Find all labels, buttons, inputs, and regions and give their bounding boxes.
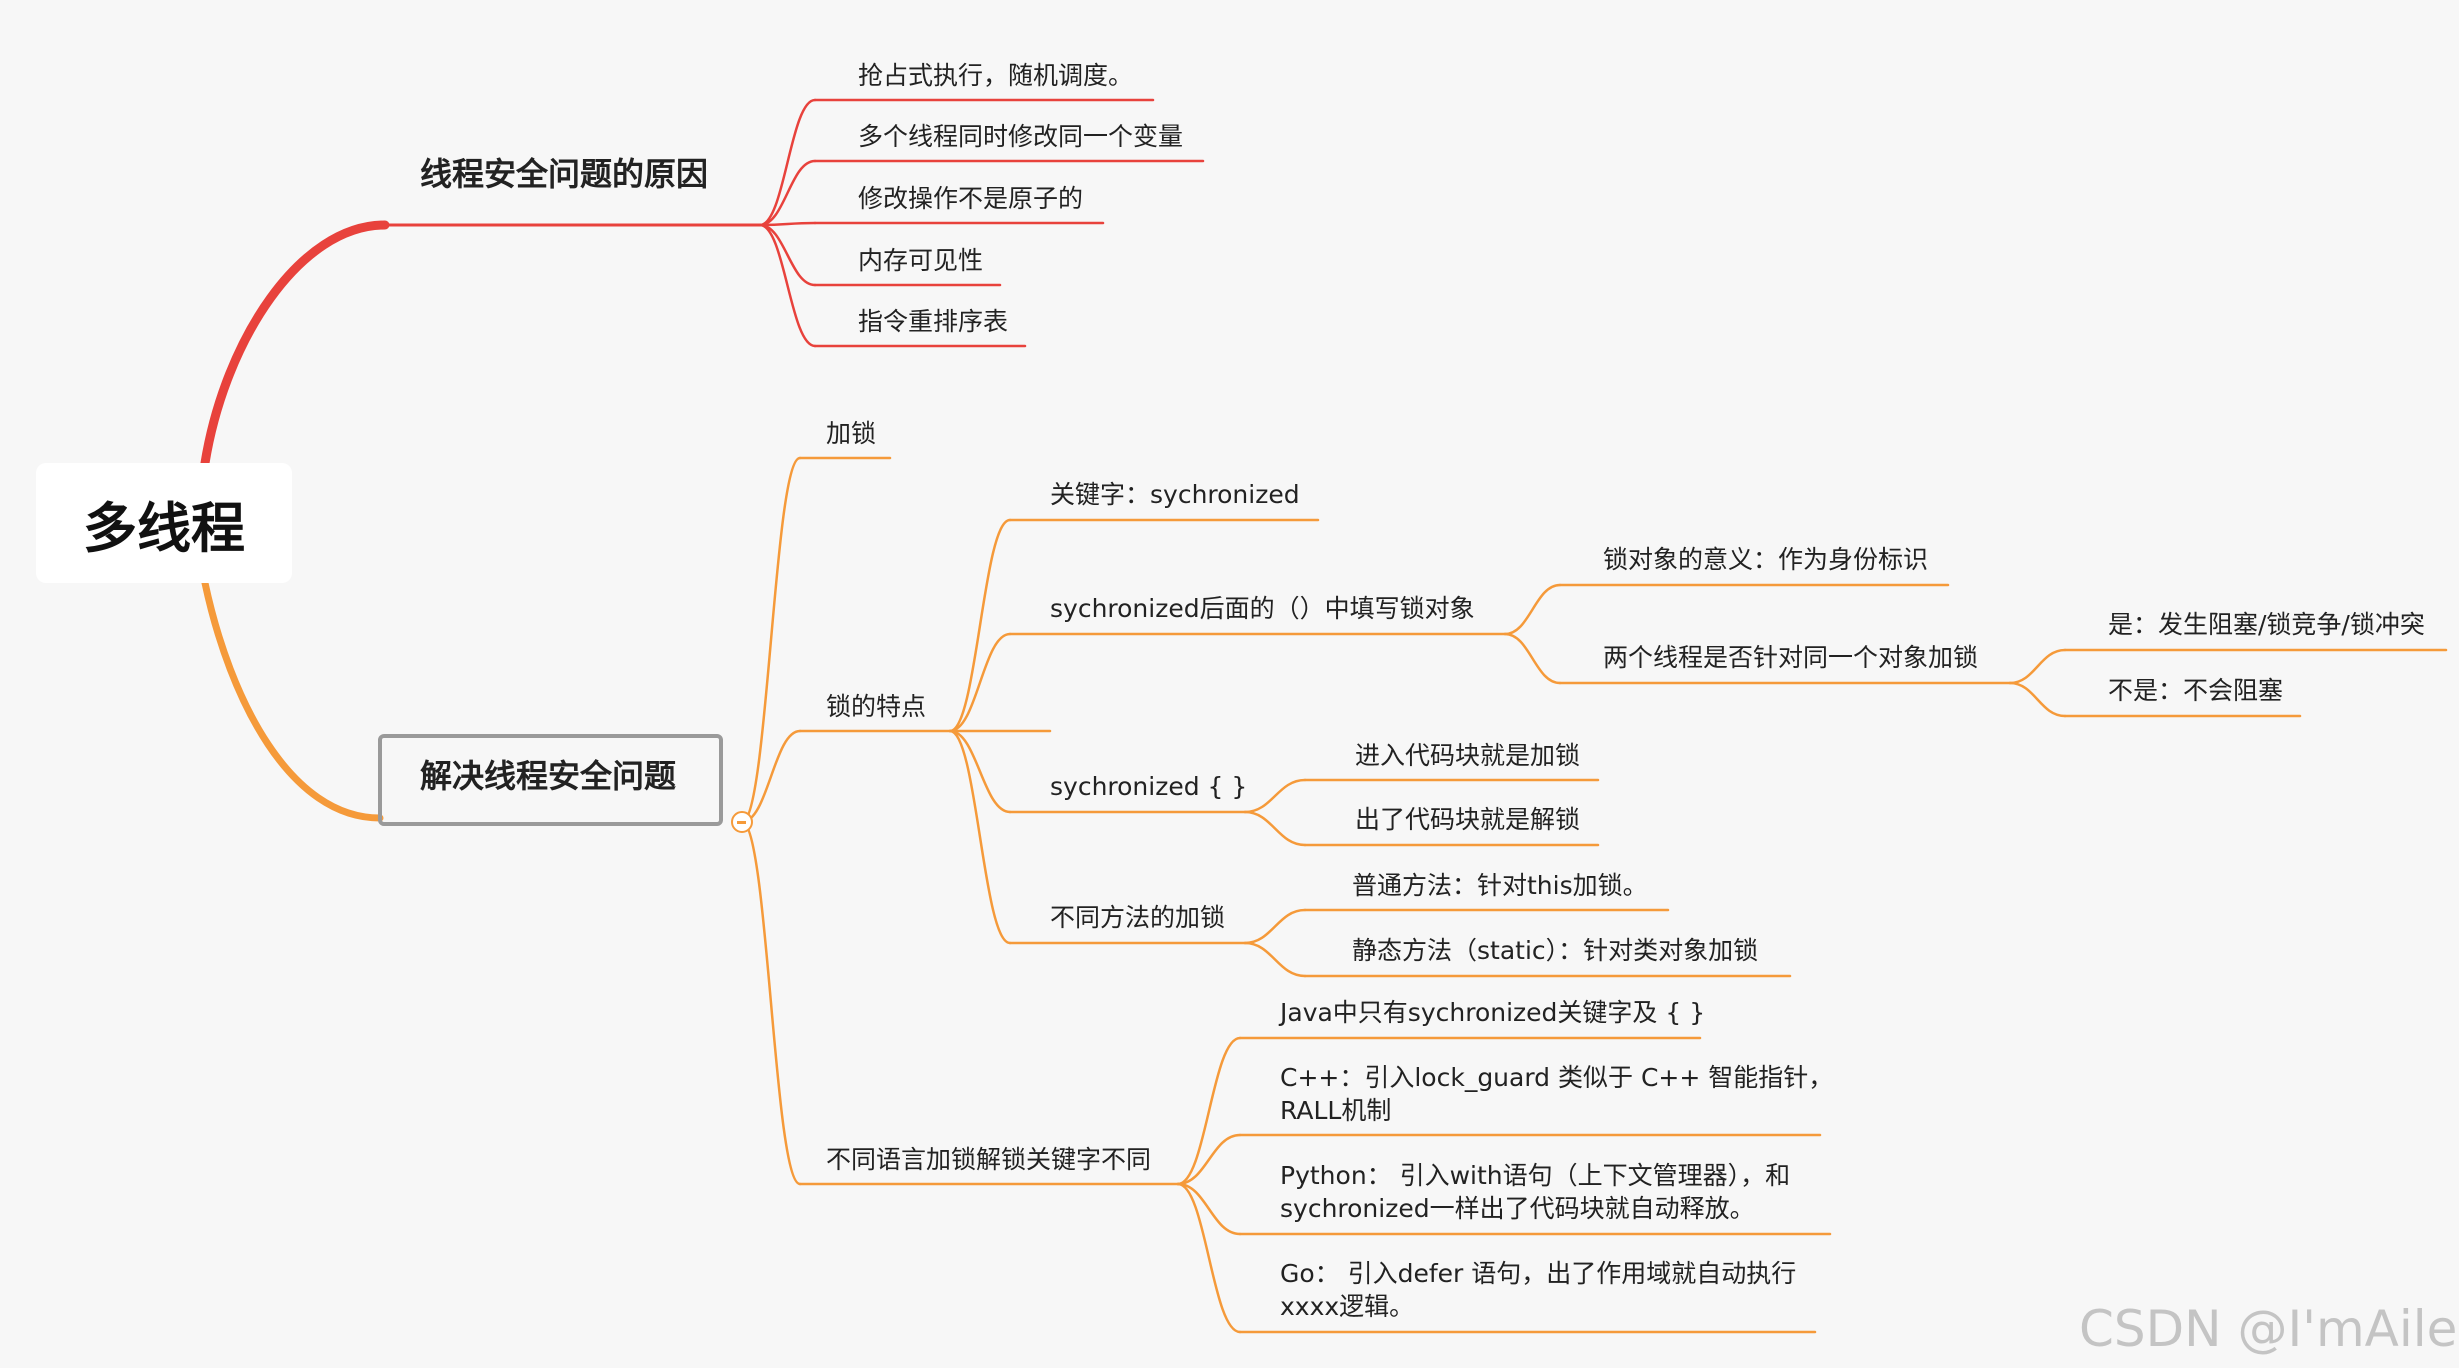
link-cause-4 xyxy=(758,223,817,287)
node-lock-object-meaning[interactable]: 锁对象的意义：作为身份标识 xyxy=(1603,545,1929,574)
branch-solution-label[interactable]: 解决线程安全问题 xyxy=(420,757,677,795)
link-keyword xyxy=(948,518,1012,733)
link-exit xyxy=(1243,810,1307,847)
link-no xyxy=(2008,681,2067,718)
node-lang-go[interactable]: Go： 引入defer 语句，出了作用域就自动执行xxxx逻辑。 xyxy=(1280,1259,1797,1321)
root-node[interactable]: 多线程 xyxy=(36,463,292,583)
link-meaning xyxy=(1503,583,1562,636)
link-lock xyxy=(740,456,802,824)
node-lock[interactable]: 加锁 xyxy=(826,419,877,448)
link-block xyxy=(948,729,1012,814)
link-normal xyxy=(1243,908,1307,945)
link-langs xyxy=(740,820,802,1186)
link-cause-5 xyxy=(758,223,817,348)
link-cause-1 xyxy=(758,98,817,227)
node-sync-block[interactable]: sychronized { } xyxy=(1050,772,1248,801)
link-same xyxy=(1503,632,1562,685)
cause-item-2[interactable]: 多个线程同时修改同一个变量 xyxy=(858,122,1184,151)
node-lang-java[interactable]: Java中只有sychronized关键字及 { } xyxy=(1280,998,1706,1027)
node-method-locking[interactable]: 不同方法的加锁 xyxy=(1050,903,1226,932)
link-java xyxy=(1176,1036,1242,1186)
link-paren xyxy=(948,632,1012,733)
node-same-object[interactable]: 两个线程是否针对同一个对象加锁 xyxy=(1603,643,1979,672)
branch-causes-label[interactable]: 线程安全问题的原因 xyxy=(420,155,709,193)
node-same-object-no[interactable]: 不是：不会阻塞 xyxy=(2108,676,2284,705)
root-label: 多线程 xyxy=(83,496,245,560)
node-lang-cpp[interactable]: C++：引入lock_guard 类似于 C++ 智能指针，RALL机制 xyxy=(1280,1063,1834,1125)
cause-item-1[interactable]: 抢占式执行，随机调度。 xyxy=(858,61,1134,90)
node-normal-method[interactable]: 普通方法：针对this加锁。 xyxy=(1352,871,1648,900)
link-python xyxy=(1176,1182,1242,1236)
link-static xyxy=(1243,941,1307,978)
node-language-keywords[interactable]: 不同语言加锁解锁关键字不同 xyxy=(826,1145,1152,1174)
cause-item-5[interactable]: 指令重排序表 xyxy=(858,307,1009,336)
node-paren-lock-object[interactable]: sychronized后面的（）中填写锁对象 xyxy=(1050,594,1475,623)
selected-node-frame xyxy=(378,734,723,826)
watermark: CSDN @I'mAileen xyxy=(2079,1300,2459,1358)
node-block-enter[interactable]: 进入代码块就是加锁 xyxy=(1355,741,1581,770)
cause-item-3[interactable]: 修改操作不是原子的 xyxy=(858,184,1084,213)
node-same-object-yes[interactable]: 是：发生阻塞/锁竞争/锁冲突 xyxy=(2108,610,2425,639)
collapse-toggle-icon[interactable] xyxy=(731,811,753,833)
node-lock-features[interactable]: 锁的特点 xyxy=(826,692,927,721)
link-yes xyxy=(2008,648,2067,685)
link-methods xyxy=(948,729,1012,945)
link-cpp xyxy=(1176,1133,1242,1186)
link-go xyxy=(1176,1182,1242,1334)
link-enter xyxy=(1243,778,1307,814)
node-static-method[interactable]: 静态方法（static）：针对类对象加锁 xyxy=(1352,936,1759,965)
node-block-exit[interactable]: 出了代码块就是解锁 xyxy=(1355,805,1581,834)
node-lang-python[interactable]: Python： 引入with语句（上下文管理器），和sychronized一样出… xyxy=(1280,1161,1791,1223)
trunk-causes xyxy=(200,220,390,468)
trunk-solution xyxy=(201,579,384,822)
link-cause-2 xyxy=(758,159,817,227)
cause-item-4[interactable]: 内存可见性 xyxy=(858,246,984,275)
node-keyword[interactable]: 关键字：sychronized xyxy=(1050,480,1300,509)
